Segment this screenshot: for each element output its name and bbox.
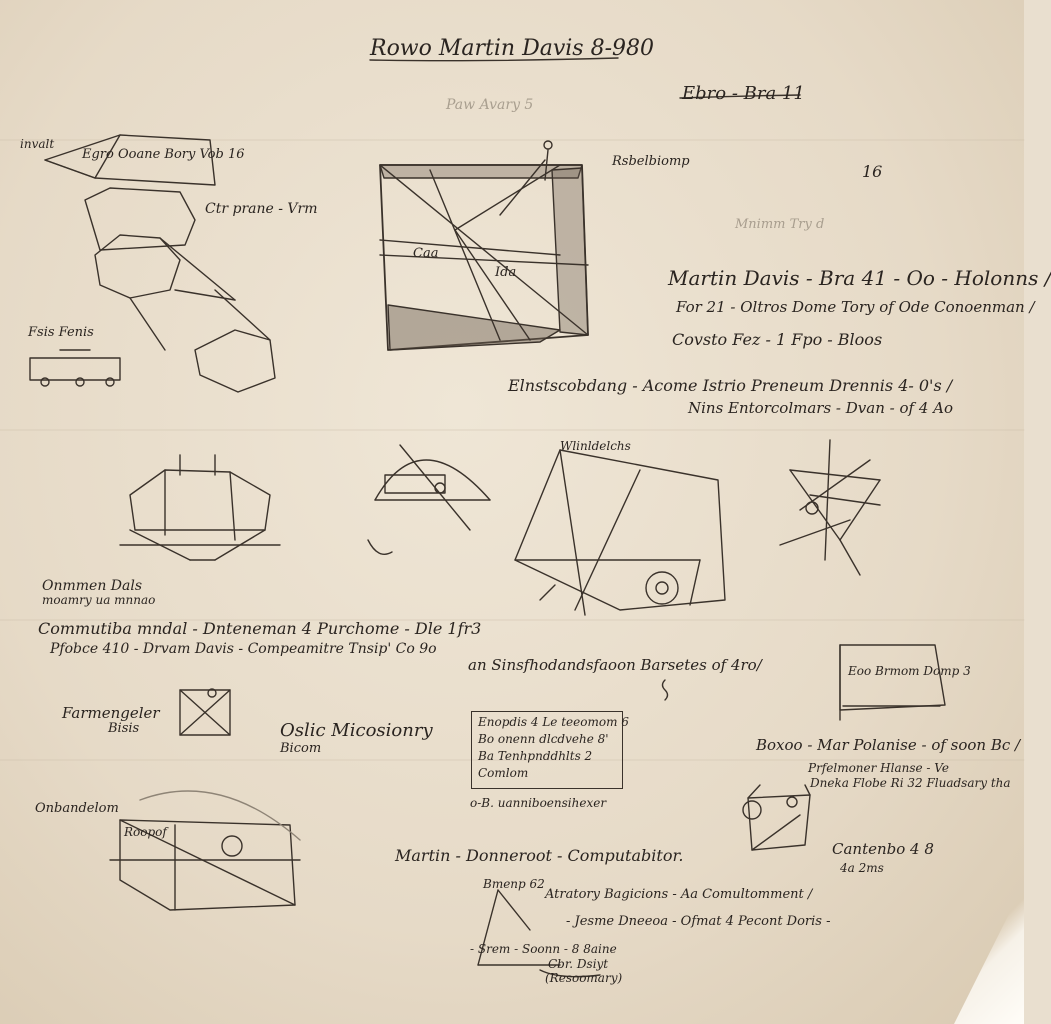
triangle-box: [179, 688, 231, 736]
long-line-1: Commutiba mndal - Dnteneman 4 Purchome -…: [38, 619, 482, 638]
bottom-left-frame: [109, 790, 301, 911]
left-label-4: Fsis Fenis: [28, 325, 94, 340]
left-label-2: Egro Ooane Bory Vob 16: [82, 147, 245, 162]
upper-left-sketches: [29, 134, 276, 393]
web-diagram: [779, 439, 881, 576]
bottom-line-3: - Jesme Dneeoa - Ofmat 4 Pecont Doris -: [566, 914, 831, 929]
bottom-line-2: Atratory Bagicions - Aa Comultomment /: [545, 887, 813, 902]
right-low-1: Boxoo - Mar Polanise - of soon Bc /: [756, 736, 1021, 754]
top-right-underline: [679, 94, 801, 99]
faint-label-1: Paw Avary 5: [446, 97, 534, 113]
frame-diagram: [379, 140, 589, 351]
title-underline: [369, 57, 619, 62]
box-line-4: Comlom: [478, 766, 529, 780]
right-low-3: Dneka Flobe Ri 32 Fluadsary tha: [810, 776, 1011, 790]
note-header-4: Elnstscobdang - Acome Istrio Preneum Dre…: [508, 376, 953, 395]
bottom-center-title: Martin - Donneroot - Computabitor.: [395, 846, 684, 865]
left-low-1: Farmengeler: [62, 704, 160, 722]
sketch-label: Wlinldelchs: [560, 439, 631, 453]
left-low-4: Bicom: [280, 741, 322, 756]
note-header-5: Nins Entorcolmars - Dvan - of 4 Ao: [688, 399, 953, 417]
cube-sketch: [742, 784, 811, 851]
right-box-label: Eoo Brmom Domp 3: [848, 664, 971, 678]
left-low-2: Bisis: [108, 721, 140, 736]
note-header-2: For 21 - Oltros Dome Tory of Ode Conoenm…: [676, 298, 1035, 316]
top-right-label: Ebro - Bra 11: [682, 83, 805, 104]
bottom-center-lines: [477, 889, 601, 978]
left-low-3: Oslic Micosionry: [280, 720, 433, 741]
note-header-3: Covsto Fez - 1 Fpo - Bloos: [672, 330, 883, 349]
number-label: 16: [862, 162, 883, 181]
left-mid-1: Onmmen Dals: [42, 578, 143, 594]
bottom-left-label: Onbandelom: [35, 801, 119, 816]
mid-long-1: an Sinsfhodandsfaoon Barsetes of 4ro/: [468, 656, 762, 674]
wheel-diagram: [514, 449, 726, 616]
boxed-note: Enopdis 4 Le teeomom 6 Bo onenn dlcdvehe…: [471, 711, 629, 789]
left-mid-2: moamry ua mnnao: [42, 593, 156, 607]
sketch-layer: [0, 57, 1025, 978]
bottom-line-4: - Srem - Soonn - 8 8aine: [470, 942, 617, 956]
note-header-1: Martin Davis - Bra 41 - Oo - Holonns /: [668, 266, 1051, 290]
mid-label-3: Ida: [495, 265, 517, 280]
pavilion-sketch: [119, 454, 281, 561]
faint-label-2: Mnimm Try d: [735, 217, 825, 232]
below-box-note: o-B. uanniboensihexer: [470, 796, 607, 810]
bottom-left-label-2: Roopof: [124, 825, 167, 839]
bottom-line-1: Bmenp 62: [483, 877, 545, 891]
box-line-3: Ba Tenhpnddhlts 2: [478, 749, 593, 763]
long-line-2: Pfobce 410 - Drvam Davis - Compeamitre T…: [50, 641, 437, 657]
faint-rule-lines: [0, 139, 1025, 761]
mid-label-1: Rsbelbiomp: [612, 154, 690, 169]
bottom-line-5: Cbr. Dsiyt: [548, 957, 609, 971]
marker-sketch: [661, 679, 669, 701]
right-box: [839, 644, 946, 721]
right-low-2: Prfelmoner Hlanse - Ve: [808, 761, 949, 775]
box-line-2: Bo onenn dlcdvehe 8': [478, 732, 609, 746]
arc-diagram: [367, 444, 491, 555]
right-bottom-label-2: 4a 2ms: [840, 861, 884, 875]
box-line-1: Enopdis 4 Le teeomom 6: [478, 715, 629, 729]
left-label-3: Ctr prane - Vrm: [205, 201, 318, 217]
left-label-1: invalt: [20, 137, 55, 151]
bottom-line-6: (Resoomary): [545, 971, 623, 985]
right-bottom-label: Cantenbo 4 8: [832, 840, 934, 858]
sheet-title: Rowo Martin Davis 8-980: [370, 36, 655, 61]
mid-label-2: Caa: [413, 246, 439, 261]
